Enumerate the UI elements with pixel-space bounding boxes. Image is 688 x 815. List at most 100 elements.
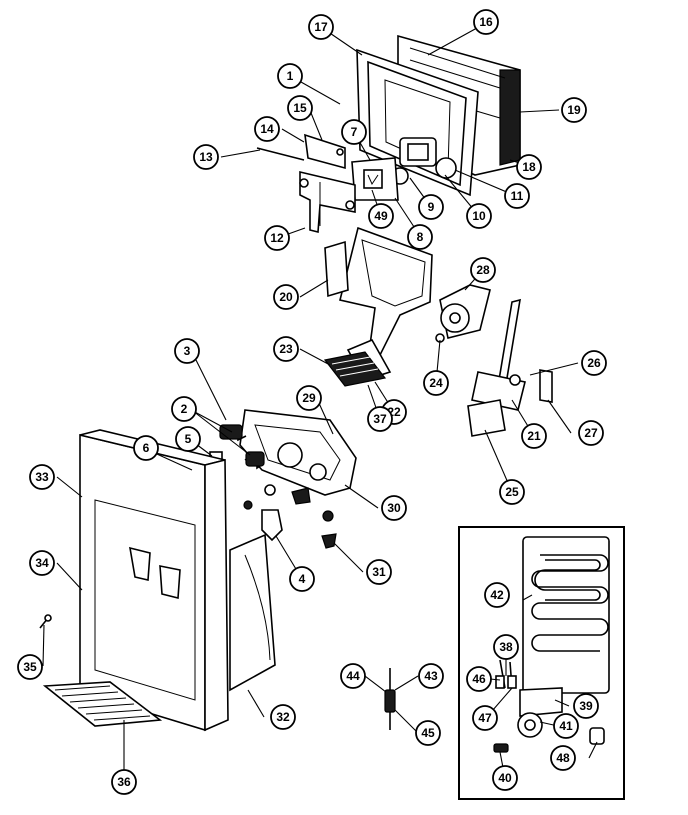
callout-5: 5	[175, 426, 201, 452]
callout-33-label: 33	[35, 470, 49, 484]
callout-2: 2	[171, 396, 197, 422]
callout-41: 41	[553, 713, 579, 739]
callout-24: 24	[423, 370, 449, 396]
callout-18: 18	[516, 154, 542, 180]
callout-42: 42	[484, 582, 510, 608]
callout-33: 33	[29, 464, 55, 490]
callout-39-label: 39	[579, 699, 593, 713]
callout-21: 21	[521, 423, 547, 449]
callout-20-label: 20	[279, 290, 293, 304]
callout-3: 3	[174, 338, 200, 364]
callout-46-label: 46	[472, 672, 486, 686]
callout-23-label: 23	[279, 342, 293, 356]
callout-11-label: 11	[511, 189, 524, 203]
callout-12: 12	[264, 225, 290, 251]
callout-31-label: 31	[372, 565, 386, 579]
callout-15-label: 15	[293, 101, 307, 115]
callout-49-label: 49	[374, 209, 388, 223]
solenoid-part	[435, 284, 491, 343]
callout-37: 37	[367, 406, 393, 432]
callout-12-label: 12	[270, 231, 284, 245]
callout-34: 34	[29, 550, 55, 576]
callout-38: 38	[493, 634, 519, 660]
callout-32: 32	[270, 704, 296, 730]
callout-34-label: 34	[35, 556, 49, 570]
callout-20: 20	[273, 284, 299, 310]
callout-13-label: 13	[199, 150, 213, 164]
callout-6: 6	[133, 435, 159, 461]
callout-43: 43	[418, 663, 444, 689]
callout-19-label: 19	[567, 103, 581, 117]
callout-7: 7	[341, 119, 367, 145]
callout-8-label: 8	[417, 230, 424, 244]
callout-48-label: 48	[556, 751, 570, 765]
callout-24-label: 24	[429, 376, 443, 390]
callout-15: 15	[287, 95, 313, 121]
callout-13: 13	[193, 144, 219, 170]
callout-47: 47	[472, 705, 498, 731]
callout-14-label: 14	[260, 122, 274, 136]
pad-part	[323, 351, 387, 387]
callout-4-label: 4	[299, 572, 306, 586]
motor-part	[391, 137, 457, 185]
callout-2-label: 2	[181, 402, 188, 416]
callout-19: 19	[561, 97, 587, 123]
callout-6-label: 6	[143, 441, 150, 455]
callout-32-label: 32	[276, 710, 290, 724]
bracket-part	[256, 133, 356, 234]
callout-37-label: 37	[373, 412, 387, 426]
callout-18-label: 18	[522, 160, 536, 174]
callout-5-label: 5	[185, 432, 192, 446]
callout-16: 16	[473, 9, 499, 35]
callout-29-label: 29	[302, 391, 316, 405]
callout-10: 10	[466, 203, 492, 229]
callout-43-label: 43	[424, 669, 438, 683]
callout-3-label: 3	[184, 344, 191, 358]
callout-42-label: 42	[490, 588, 504, 602]
callout-31: 31	[366, 559, 392, 585]
callout-36: 36	[111, 769, 137, 795]
callout-9-label: 9	[428, 200, 435, 214]
callout-1-label: 1	[287, 69, 294, 83]
callout-30-label: 30	[387, 501, 401, 515]
callout-23: 23	[273, 336, 299, 362]
callout-40-label: 40	[498, 771, 512, 785]
drip-tray-part	[42, 681, 163, 727]
callout-44-label: 44	[346, 669, 360, 683]
callout-45-label: 45	[421, 726, 435, 740]
switch-part	[351, 157, 399, 201]
callout-8: 8	[407, 224, 433, 250]
heater-inset-box	[458, 526, 625, 800]
callout-47-label: 47	[478, 711, 492, 725]
callout-38-label: 38	[499, 640, 513, 654]
actuator-housing-part	[239, 409, 357, 496]
callout-17: 17	[308, 14, 334, 40]
callout-4: 4	[289, 566, 315, 592]
callout-35: 35	[17, 654, 43, 680]
callout-26: 26	[581, 350, 607, 376]
callout-44: 44	[340, 663, 366, 689]
callout-21-label: 21	[527, 429, 541, 443]
callout-25: 25	[499, 479, 525, 505]
callout-28: 28	[470, 257, 496, 283]
callout-36-label: 36	[117, 775, 131, 789]
callout-30: 30	[381, 495, 407, 521]
callout-25-label: 25	[505, 485, 519, 499]
callout-27: 27	[578, 420, 604, 446]
callout-41-label: 41	[559, 719, 573, 733]
fuse-part	[384, 668, 396, 730]
callout-14: 14	[254, 116, 280, 142]
callout-26-label: 26	[587, 356, 601, 370]
callout-46: 46	[466, 666, 492, 692]
callout-17-label: 17	[314, 20, 328, 34]
callout-10-label: 10	[472, 209, 486, 223]
callout-45: 45	[415, 720, 441, 746]
callout-7-label: 7	[351, 125, 358, 139]
front-panel-part	[79, 429, 229, 732]
callout-1: 1	[277, 63, 303, 89]
callout-39: 39	[573, 693, 599, 719]
heater-part	[522, 536, 610, 694]
callout-27-label: 27	[584, 426, 598, 440]
callout-49: 49	[368, 203, 394, 229]
